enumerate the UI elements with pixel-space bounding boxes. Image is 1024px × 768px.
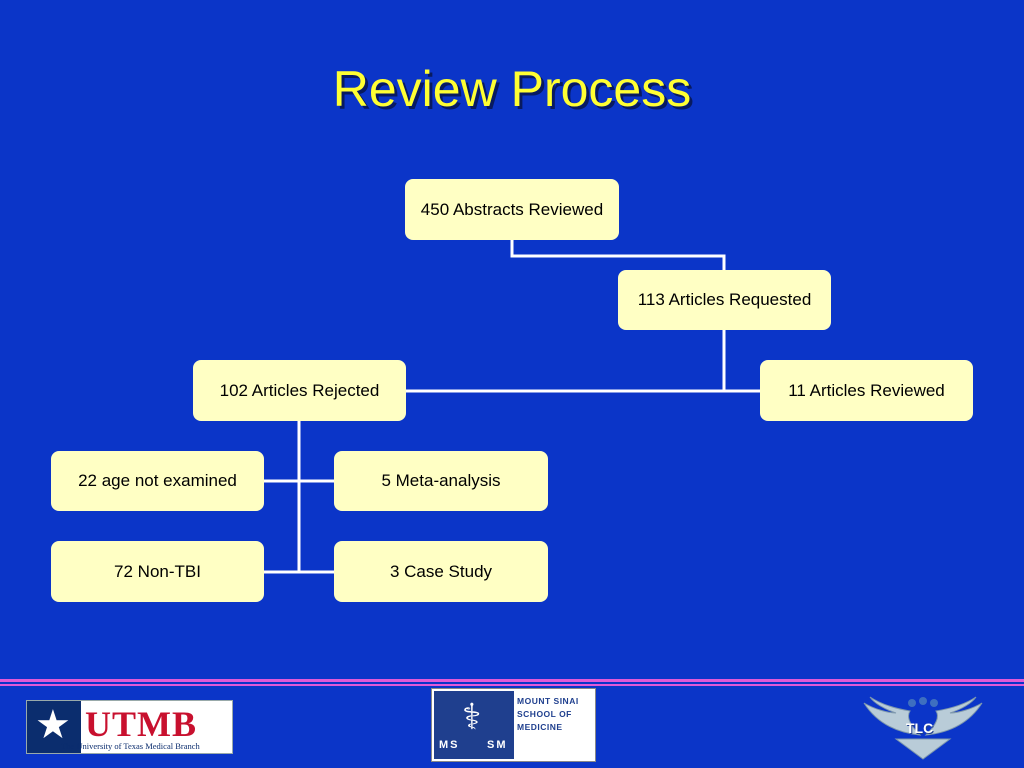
connector-abstracts-requested <box>510 240 726 270</box>
tlc-logo-word: TLC <box>906 720 934 736</box>
caduceus-icon: ⚕ MS SM <box>434 691 514 759</box>
node-age-not-examined: 22 age not examined <box>51 451 264 511</box>
tlc-logo: TLC <box>860 695 986 761</box>
node-articles-requested: 113 Articles Requested <box>618 270 831 330</box>
mssm-line-3: MEDICINE <box>517 722 563 732</box>
node-non-tbi: 72 Non-TBI <box>51 541 264 602</box>
wings-icon <box>863 696 983 760</box>
node-meta-analysis: 5 Meta-analysis <box>334 451 548 511</box>
node-case-study: 3 Case Study <box>334 541 548 602</box>
mssm-mark-left: MS <box>439 739 460 751</box>
utmb-logo: ★ UTMB The University of Texas Medical B… <box>26 700 233 754</box>
footer-rule-bottom <box>0 684 1024 686</box>
mount-sinai-logo: ⚕ MS SM MOUNT SINAI SCHOOL OF MEDICINE <box>431 688 596 762</box>
node-articles-reviewed: 11 Articles Reviewed <box>760 360 973 421</box>
mssm-line-2: SCHOOL OF <box>517 709 572 719</box>
slide-title: Review Process <box>332 61 692 117</box>
mssm-line-1: MOUNT SINAI <box>517 696 579 706</box>
utmb-logo-word: UTMB <box>85 704 197 744</box>
node-abstracts-reviewed: 450 Abstracts Reviewed <box>405 179 619 240</box>
mssm-mark-right: SM <box>487 739 508 751</box>
utmb-logo-subtitle: The University of Texas Medical Branch <box>61 741 200 751</box>
node-articles-rejected: 102 Articles Rejected <box>193 360 406 421</box>
footer-rule-top <box>0 679 1024 682</box>
star-icon: ★ <box>27 701 81 753</box>
mssm-wordmark: MOUNT SINAI SCHOOL OF MEDICINE <box>517 695 579 734</box>
